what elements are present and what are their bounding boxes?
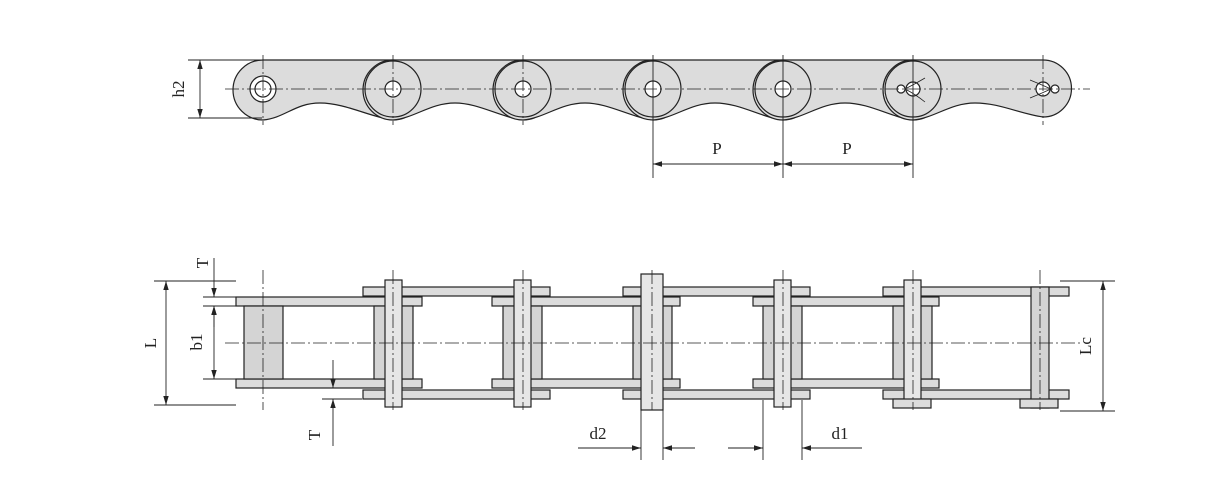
cotter-pin — [1019, 398, 1059, 409]
outer-plate-top — [882, 286, 1070, 297]
pin — [513, 279, 532, 408]
pitch-label-1: P — [712, 139, 721, 158]
T-top-dimension-label: T — [193, 257, 212, 268]
link-plate-6 — [882, 59, 1073, 121]
inner-plate-top — [752, 296, 940, 307]
d2-dimension-label: d2 — [590, 424, 607, 443]
pitch-label-2: P — [842, 139, 851, 158]
d1-dimension-label: d1 — [832, 424, 849, 443]
T-bottom-dimension-label: T — [305, 429, 324, 440]
side-view: h2 P P — [169, 55, 1090, 178]
inner-plate-top — [491, 296, 681, 307]
pin — [773, 279, 792, 408]
top-view: L b1 T T Lc d2 d1 — [141, 257, 1115, 460]
outer-plate-bottom — [882, 389, 1070, 400]
b1-dimension-label: b1 — [187, 334, 206, 351]
h2-dimension-label: h2 — [169, 81, 188, 98]
cotter-pin-icon — [896, 77, 926, 103]
outer-plate-bottom — [362, 389, 551, 400]
outer-plate-bottom — [622, 389, 811, 400]
inner-plate-bottom — [752, 378, 940, 389]
inner-plate-top — [235, 296, 423, 307]
outer-plate-top — [362, 286, 551, 297]
cotter-pin — [892, 398, 932, 409]
L-dimension-label: L — [141, 338, 160, 348]
pin — [903, 279, 922, 408]
Lc-dimension-label: Lc — [1076, 337, 1095, 355]
outer-plate-top — [622, 286, 811, 297]
pin — [384, 279, 403, 408]
inner-plate-bottom — [491, 378, 681, 389]
roller — [243, 305, 284, 380]
